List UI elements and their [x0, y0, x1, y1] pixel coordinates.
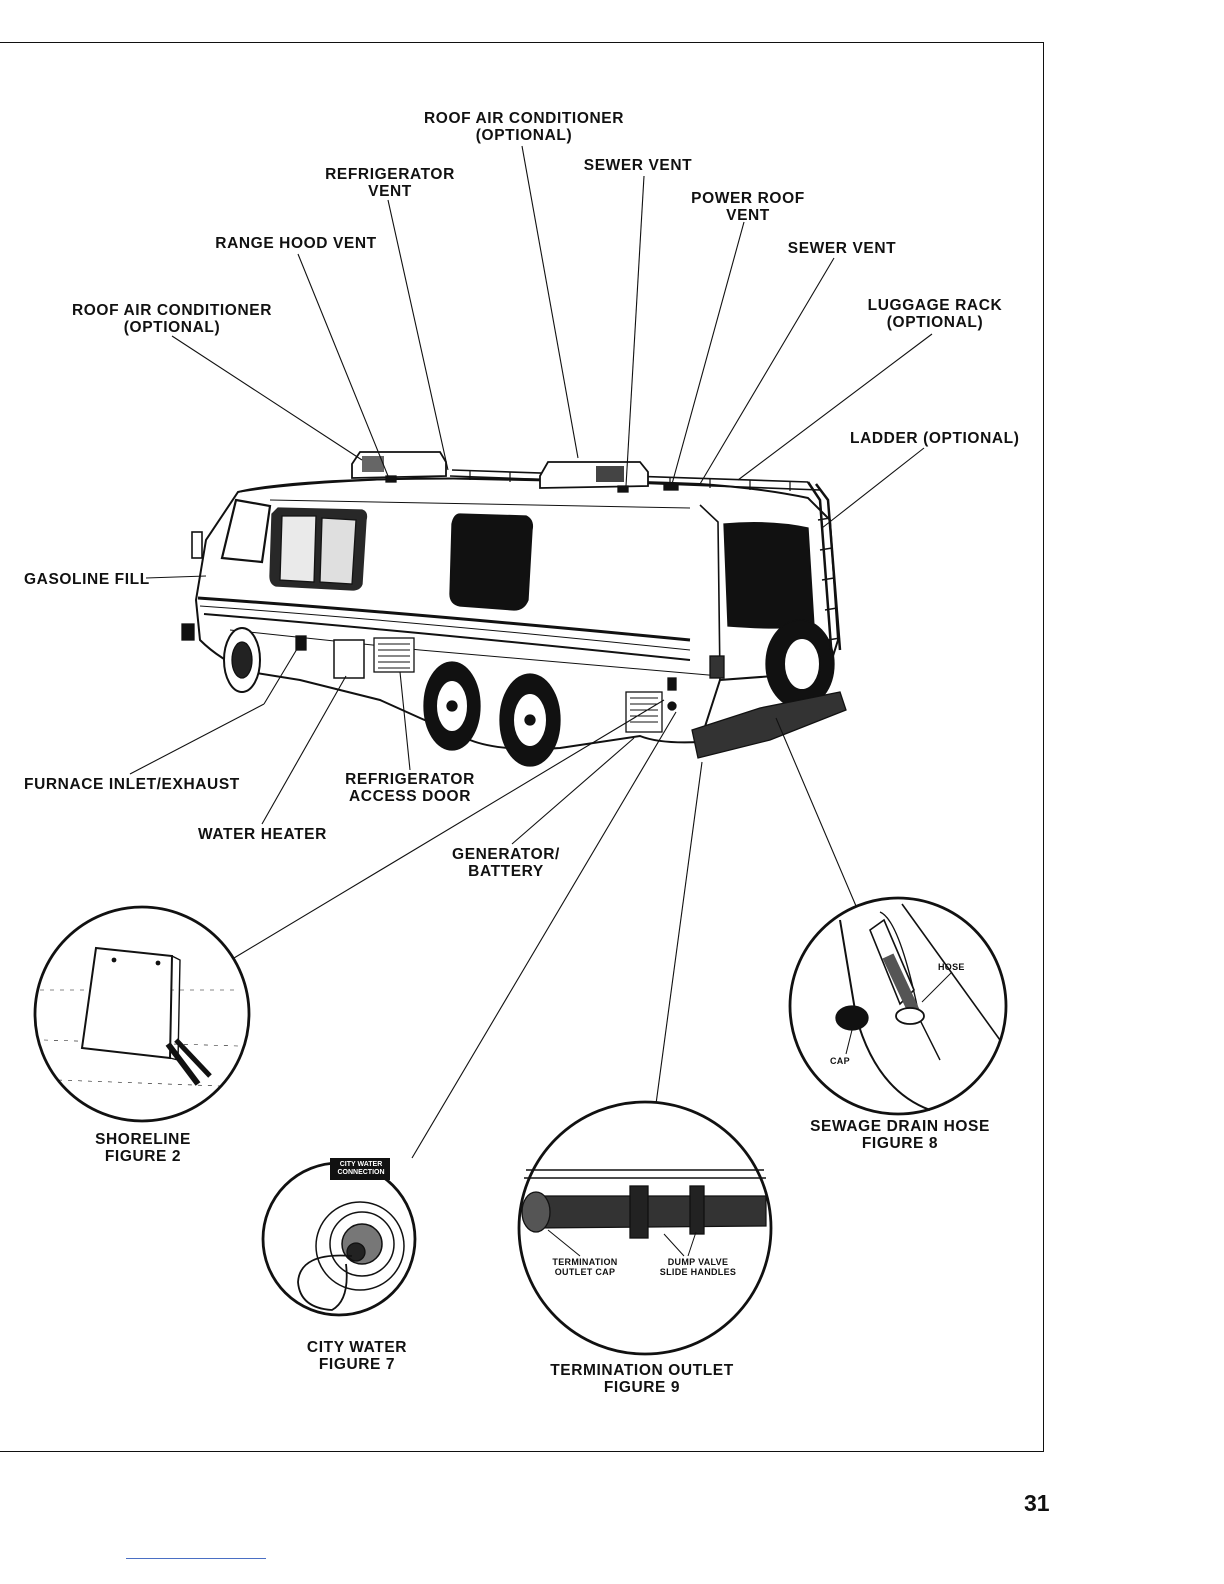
inset-label-hose: HOSE — [938, 962, 965, 972]
label-roof-ac-top: ROOF AIR CONDITIONER(OPTIONAL) — [424, 110, 625, 144]
label-ladder: LADDER (OPTIONAL) — [850, 430, 1020, 447]
label-roof-ac-left: ROOF AIR CONDITIONER(OPTIONAL) — [71, 302, 272, 336]
label-gasoline-fill: GASOLINE FILL — [24, 571, 150, 588]
label-sewer-vent-top: SEWER VENT — [583, 157, 693, 174]
label-luggage-rack: LUGGAGE RACK(OPTIONAL) — [867, 297, 1003, 331]
page-number: 31 — [1024, 1490, 1050, 1516]
label-sewer-vent-right: SEWER VENT — [787, 240, 897, 257]
label-range-hood-vent: RANGE HOOD VENT — [215, 235, 377, 252]
shoreline-inset — [33, 905, 251, 1123]
motorhome-illustration — [181, 451, 847, 767]
termination-outlet-inset — [517, 1100, 773, 1356]
label-water-heater: WATER HEATER — [198, 826, 327, 843]
page-frame — [0, 42, 1044, 1452]
leader-lines — [129, 145, 933, 1159]
label-generator-battery: GENERATOR/BATTERY — [452, 846, 560, 880]
label-furnace: FURNACE INLET/EXHAUST — [24, 776, 240, 793]
footer-line — [126, 1558, 266, 1559]
sewage-drain-inset — [788, 896, 1008, 1116]
inset-label-cap: CAP — [830, 1056, 850, 1066]
city-water-inset — [261, 1158, 417, 1317]
